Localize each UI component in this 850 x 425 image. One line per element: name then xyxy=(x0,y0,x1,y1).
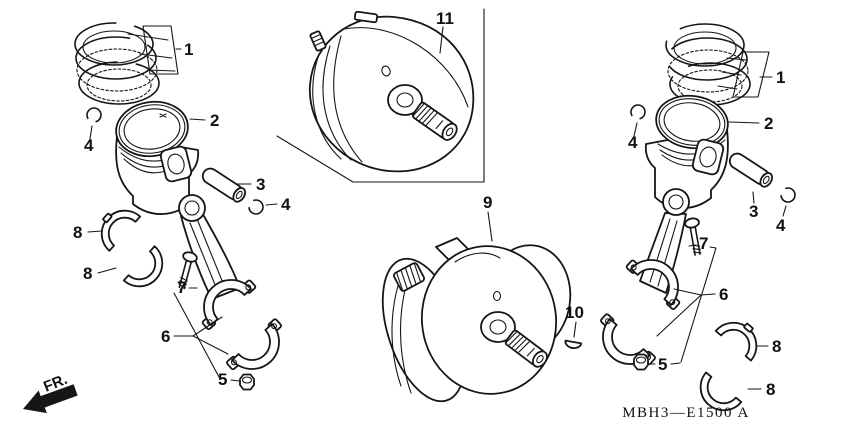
callout-label-10: 10 xyxy=(565,303,584,322)
woodruff-key: 10 xyxy=(564,303,584,349)
piston-left: 2 xyxy=(115,100,219,215)
crankshaft-output-shaft xyxy=(504,329,548,368)
connecting-rod-left xyxy=(178,194,257,330)
flywheel xyxy=(309,10,475,173)
bearing-shell-upper-left: 8 xyxy=(73,209,142,252)
circlip-bottom-left: 4 xyxy=(248,195,291,215)
rod-cap-left xyxy=(226,318,282,371)
callout-label-8b-right: 8 xyxy=(766,380,775,399)
rod-bolt-left xyxy=(178,251,198,290)
crank-gear-knurl xyxy=(392,262,426,292)
callout-label-1-left: 1 xyxy=(184,40,193,59)
piston-pin-right: 3 xyxy=(728,152,773,221)
callout-label-3-left: 3 xyxy=(256,175,265,194)
rod-big-end-right xyxy=(625,259,681,310)
callout-label-8a-left: 8 xyxy=(73,223,82,242)
callout-label-9: 9 xyxy=(483,193,492,212)
circlip-bottom-right: 4 xyxy=(776,187,796,235)
ring-set-bracket-right: 1 xyxy=(717,51,785,98)
callout-label-7-right: 7 xyxy=(699,234,708,253)
flywheel-shaft xyxy=(411,101,458,141)
piston-ring-set-left xyxy=(74,22,160,105)
rod-nut-left xyxy=(239,373,255,391)
callout-label-2-left: 2 xyxy=(210,111,219,130)
leader-lines-rod-left: 7 6 5 xyxy=(161,278,240,389)
callout-label-5-right: 5 xyxy=(658,355,667,374)
piston-ring-set-right xyxy=(665,23,751,106)
callout-label-2-right: 2 xyxy=(764,114,773,133)
callout-label-6-left: 6 xyxy=(161,327,170,346)
section-divider xyxy=(276,8,485,183)
callout-label-5-left: 5 xyxy=(218,370,227,389)
bearing-shell-lower-left: 8 xyxy=(83,245,164,288)
flywheel-pin xyxy=(309,30,327,52)
callout-label-8a-right: 8 xyxy=(772,337,781,356)
circlip-top-right: 4 xyxy=(628,104,646,152)
drawing-code: MBH3—E1500 A xyxy=(622,405,750,421)
bearing-shell-upper-right: 8 xyxy=(714,321,781,362)
rod-big-end-left xyxy=(201,279,257,330)
fr-direction-arrow: FR. xyxy=(23,371,78,414)
piston-pin-boss-right xyxy=(691,138,725,176)
callout-label-7-left: 7 xyxy=(177,278,186,297)
rod-nut-right xyxy=(633,353,649,371)
crankshaft xyxy=(381,237,572,403)
callout-label-8b-left: 8 xyxy=(83,264,92,283)
rod-bolt-right xyxy=(684,217,702,256)
callout-flywheel: 11 xyxy=(436,9,454,54)
piston-pin-boss-left xyxy=(159,145,193,183)
ring-set-bracket-left: 1 xyxy=(127,25,193,75)
piston-pin-left: 3 xyxy=(201,167,265,203)
callout-label-4a-right: 4 xyxy=(628,133,638,152)
callout-label-6-right: 6 xyxy=(719,285,728,304)
connecting-rod-right xyxy=(625,188,690,310)
circlip-top-left: 4 xyxy=(84,107,102,155)
callout-label-4b-left: 4 xyxy=(281,195,291,214)
callout-label-4b-right: 4 xyxy=(776,216,786,235)
callout-crankshaft: 9 xyxy=(483,193,493,242)
callout-label-4a-left: 4 xyxy=(84,136,94,155)
callout-label-1-right: 1 xyxy=(776,68,785,87)
piston-right: 2 xyxy=(644,94,773,209)
bearing-shell-lower-right: 8 xyxy=(699,371,775,412)
callout-label-3-right: 3 xyxy=(749,202,758,221)
callout-label-11: 11 xyxy=(436,9,454,28)
leader-lines-rod-right: 7 6 5 xyxy=(648,234,728,374)
